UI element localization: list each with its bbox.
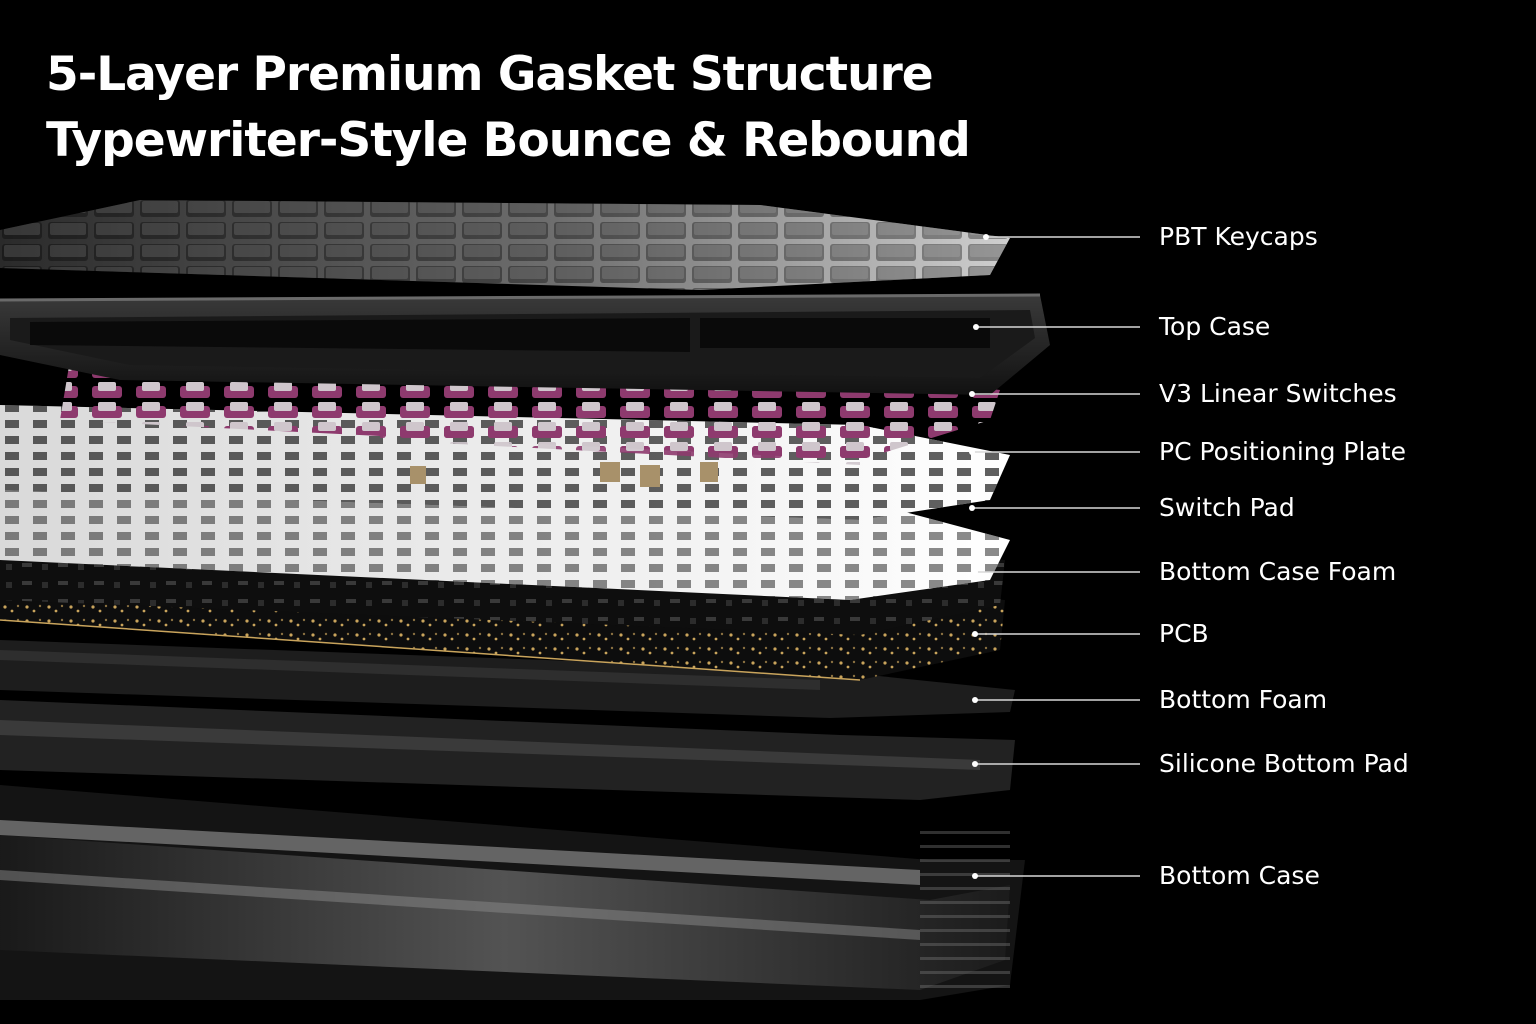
silicone-bottom-pad-shape	[0, 700, 1015, 800]
label-pc-positioning-plate: PC Positioning Plate	[1159, 437, 1406, 466]
top-case-shape	[0, 293, 1050, 395]
headline: 5-Layer Premium Gasket Structure Typewri…	[46, 42, 971, 174]
label-bottom-case: Bottom Case	[1159, 861, 1320, 890]
bottom-case-shape	[0, 785, 1025, 1000]
callout-dot-silicone-bottom-pad	[972, 761, 978, 767]
headline-line-2: Typewriter-Style Bounce & Rebound	[46, 113, 971, 168]
callout-dot-pc-positioning-plate	[969, 449, 975, 455]
label-pcb: PCB	[1159, 619, 1209, 648]
callout-dot-bottom-case-foam	[972, 569, 978, 575]
headline-line-1: 5-Layer Premium Gasket Structure	[46, 47, 934, 102]
bottom-foam-shape	[0, 640, 1015, 718]
label-bottom-case-foam: Bottom Case Foam	[1159, 557, 1397, 586]
label-pbt-keycaps: PBT Keycaps	[1159, 222, 1318, 251]
pbt-keycaps-shape	[0, 200, 1010, 290]
label-silicone-bottom-pad: Silicone Bottom Pad	[1159, 749, 1409, 778]
callout-dot-bottom-case	[972, 873, 978, 879]
callout-dot-bottom-foam	[972, 697, 978, 703]
label-switch-pad: Switch Pad	[1159, 493, 1295, 522]
callout-dot-switch-pad	[969, 505, 975, 511]
callout-dot-top-case	[973, 324, 979, 330]
label-v3-linear-switches: V3 Linear Switches	[1159, 379, 1397, 408]
callout-dot-pbt-keycaps	[983, 234, 989, 240]
label-top-case: Top Case	[1159, 312, 1271, 341]
callout-dot-v3-linear-switches	[969, 391, 975, 397]
callout-dot-pcb	[972, 631, 978, 637]
label-bottom-foam: Bottom Foam	[1159, 685, 1328, 714]
callout-lines	[969, 234, 1140, 879]
